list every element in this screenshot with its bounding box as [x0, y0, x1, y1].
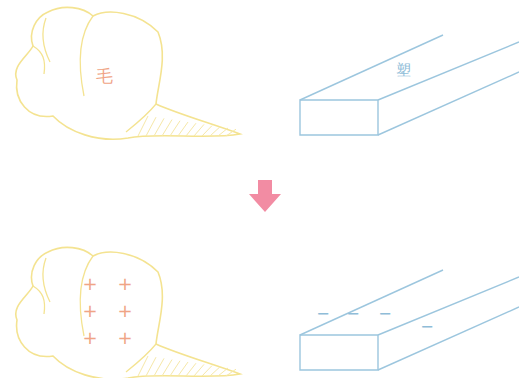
cloth-fold: [80, 16, 93, 96]
bar-label: −: [346, 306, 359, 322]
cloth-hatch: [226, 369, 236, 376]
cloth-fold: [126, 104, 156, 132]
cloth-hatch: [218, 368, 228, 376]
cloth-hatch: [138, 356, 148, 376]
cloth-hatch: [218, 128, 228, 136]
cloth-hatch: [202, 366, 212, 376]
plastic-bar: 塑: [295, 30, 519, 140]
cloth-hatch: [154, 358, 164, 376]
bar-label: −: [420, 319, 433, 335]
cloth-hatch: [162, 120, 172, 136]
bar-edge: [378, 42, 519, 100]
cloth-hatch: [178, 122, 188, 136]
cloth-hatch: [138, 116, 148, 136]
down-arrow: [249, 180, 281, 212]
cloth-hatch: [210, 127, 220, 136]
cloth-fold: [33, 46, 45, 74]
cloth-hatch: [194, 124, 204, 136]
cloth-label: +: [82, 329, 97, 347]
bar-edge: [300, 335, 378, 370]
cloth-outline: [16, 7, 240, 139]
cloth-fold: [126, 344, 156, 372]
cloth-hatch: [170, 121, 180, 136]
wool-cloth: 毛: [8, 4, 243, 144]
bar-edge: [300, 100, 378, 135]
charged-cloth: + + + + + +: [8, 244, 243, 378]
cloth-hatch: [226, 129, 236, 136]
bar-label: −: [316, 306, 329, 322]
bar-edge: [378, 277, 519, 335]
cloth-label: +: [82, 302, 97, 320]
bar-edge: [300, 270, 443, 335]
cloth-label: +: [117, 302, 132, 320]
cloth-hatch: [210, 367, 220, 376]
cloth-hatch: [186, 363, 196, 376]
cloth-fold: [43, 18, 50, 62]
cloth-hatch: [186, 123, 196, 136]
cloth-label: 毛: [96, 68, 113, 85]
cloth-hatch: [146, 357, 156, 376]
cloth-label: +: [117, 329, 132, 347]
bar-label: 塑: [396, 63, 411, 78]
cloth-hatch: [178, 362, 188, 376]
bar-edge: [300, 35, 443, 100]
cloth-fold: [80, 256, 93, 336]
bar-label: −: [378, 306, 391, 322]
cloth-outline: [16, 247, 240, 378]
cloth-hatch: [146, 117, 156, 136]
bar-edge: [378, 72, 519, 135]
cloth-fold: [33, 286, 45, 314]
cloth-outline: [8, 4, 243, 144]
bar-outline: [295, 30, 519, 140]
cloth-label: +: [117, 275, 132, 293]
cloth-fold: [43, 258, 50, 302]
cloth-hatch: [154, 118, 164, 136]
cloth-hatch: [162, 360, 172, 376]
cloth-hatch: [194, 364, 204, 376]
cloth-label: +: [82, 275, 97, 293]
cloth-hatch: [170, 361, 180, 376]
charged-bar: −−−−: [295, 265, 519, 375]
bar-edge: [378, 307, 519, 370]
cloth-hatch: [202, 126, 212, 136]
